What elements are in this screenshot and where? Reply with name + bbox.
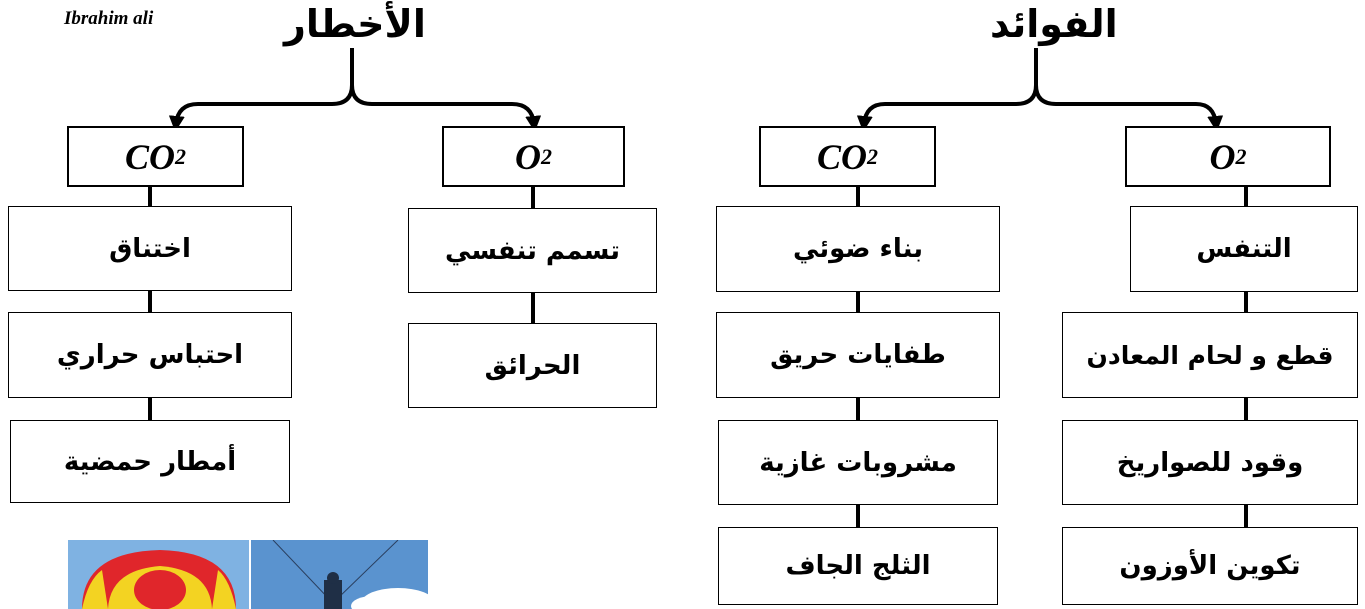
parachute-photo [68, 540, 428, 609]
benefits-o2-item: التنفس [1130, 206, 1358, 292]
connector [1244, 398, 1248, 420]
benefits-co2-item: الثلج الجاف [718, 527, 998, 605]
dangers-brace-arrow [168, 48, 354, 132]
connector [1244, 292, 1248, 312]
benefits-co2-item: مشروبات غازية [718, 420, 998, 505]
connector [856, 292, 860, 312]
connector [856, 187, 860, 206]
connector [1244, 187, 1248, 206]
benefits-o2-item: وقود للصواريخ [1062, 420, 1358, 505]
dangers-co2-item: اختناق [8, 206, 292, 291]
benefits-co2-subscript: 2 [867, 143, 878, 169]
connector [531, 187, 535, 208]
dangers-o2-item: تسمم تنفسي [408, 208, 657, 293]
dangers-o2-item: الحرائق [408, 323, 657, 408]
benefits-o2-item: قطع و لحام المعادن [1062, 312, 1358, 398]
connector [148, 398, 152, 420]
connector [148, 187, 152, 206]
benefits-o2-label: O [1209, 136, 1236, 177]
benefits-o2-subscript: 2 [1235, 143, 1247, 169]
benefits-o2-item: تكوين الأوزون [1062, 527, 1358, 605]
benefits-co2-item: طفايات حريق [716, 312, 1000, 398]
connector [1244, 505, 1248, 527]
dangers-co2-label: CO [124, 136, 175, 177]
dangers-o2-label: O [515, 136, 541, 177]
benefits-brace-arrow [856, 48, 1038, 132]
dangers-brace-arrow-right [350, 84, 542, 132]
benefits-co2-label: CO [816, 136, 867, 177]
dangers-title: الأخطار [284, 2, 426, 46]
connector [531, 293, 535, 323]
dangers-o2-subscript: 2 [541, 143, 552, 169]
benefits-brace-arrow-right [1034, 84, 1224, 132]
connector [856, 505, 860, 527]
parachute-illustration [68, 540, 428, 609]
benefits-co2-item: بناء ضوئي [716, 206, 1000, 292]
benefits-title: الفوائد [990, 2, 1118, 46]
dangers-co2-item: احتباس حراري [8, 312, 292, 398]
dangers-co2-subscript: 2 [175, 143, 186, 169]
connector [148, 291, 152, 312]
author-signature: Ibrahim ali [64, 8, 154, 29]
connector [856, 398, 860, 420]
dangers-co2-item: أمطار حمضية [10, 420, 290, 503]
